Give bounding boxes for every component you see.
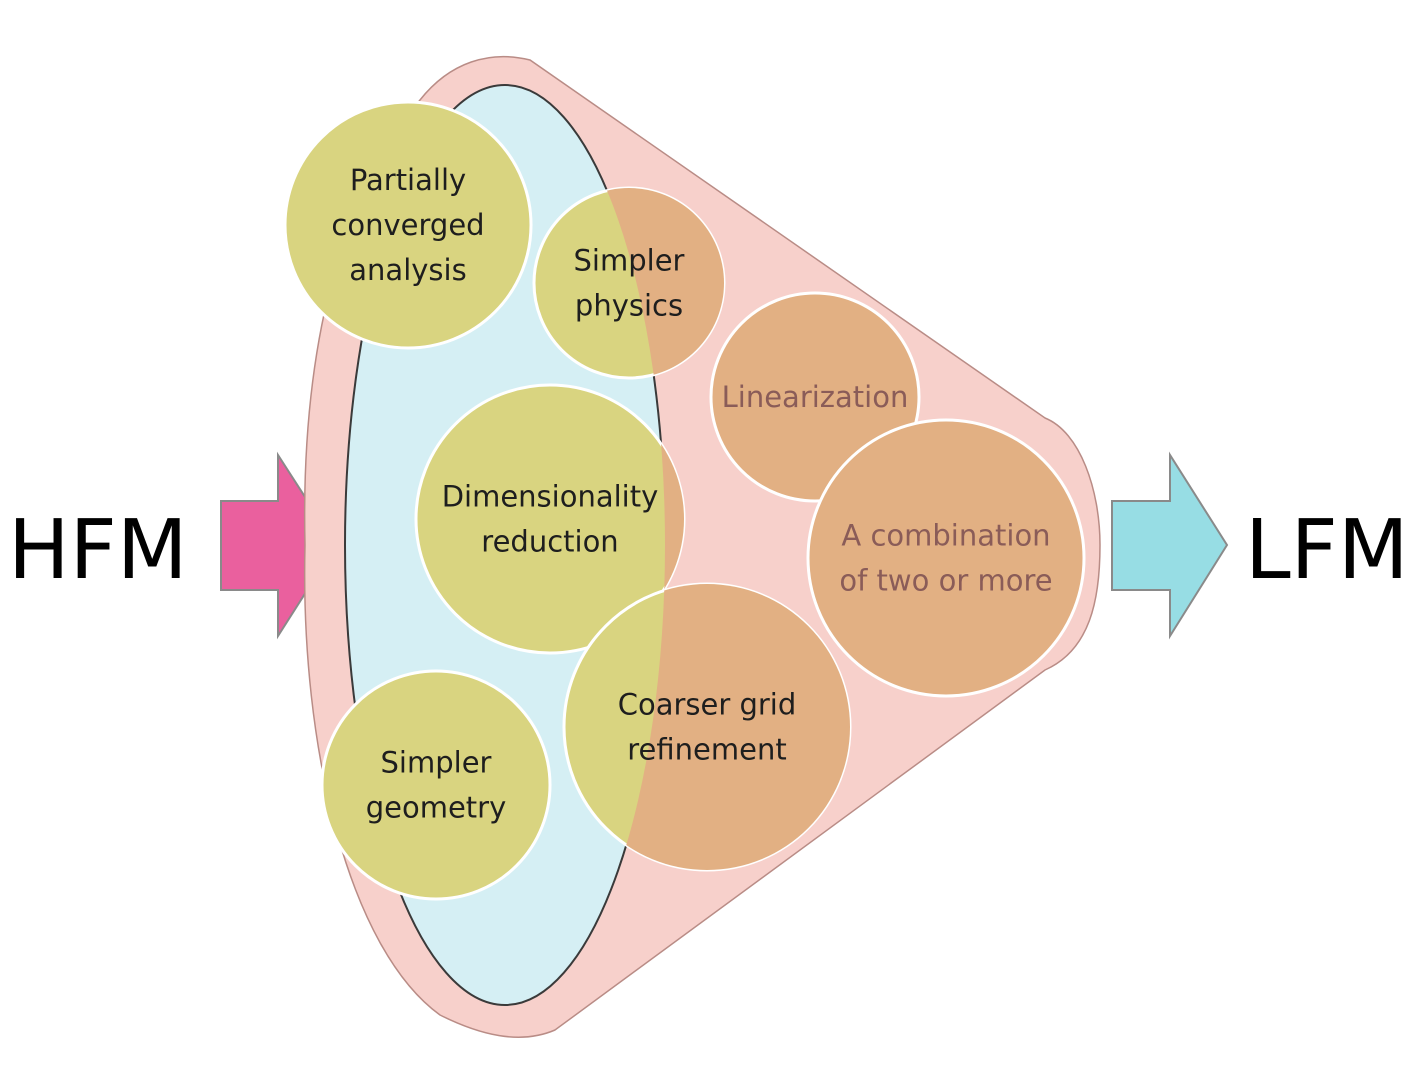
node-simpler-geometry-label: geometry <box>366 791 507 825</box>
node-simpler-geometry-label: Simpler <box>381 746 492 780</box>
node-combination-label: A combination <box>841 519 1050 553</box>
node-simpler-geometry-circle <box>320 669 552 901</box>
node-partially-converged-analysis-label: Partially <box>350 163 466 197</box>
lfm-label: LFM <box>1245 503 1409 598</box>
output-arrow <box>1111 451 1229 640</box>
node-partially-converged-analysis-circle <box>283 100 533 350</box>
node-combination-label: of two or more <box>839 564 1052 598</box>
node-dimensionality-reduction-label: Dimensionality <box>442 480 659 514</box>
node-simpler-physics-label: physics <box>575 289 683 323</box>
node-coarser-grid-refinement-label: Coarser grid <box>618 688 797 722</box>
node-dimensionality-reduction-label: reduction <box>481 525 618 559</box>
node-linearization-label: Linearization <box>722 380 909 414</box>
node-coarser-grid-refinement-label: refinement <box>627 733 786 767</box>
hfm-label: HFM <box>8 503 188 598</box>
node-simpler-physics-label: Simpler <box>574 244 685 278</box>
node-combination-circle <box>806 418 1086 698</box>
node-partially-converged-analysis-label: analysis <box>349 253 466 287</box>
node-partially-converged-analysis-label: converged <box>331 208 484 242</box>
